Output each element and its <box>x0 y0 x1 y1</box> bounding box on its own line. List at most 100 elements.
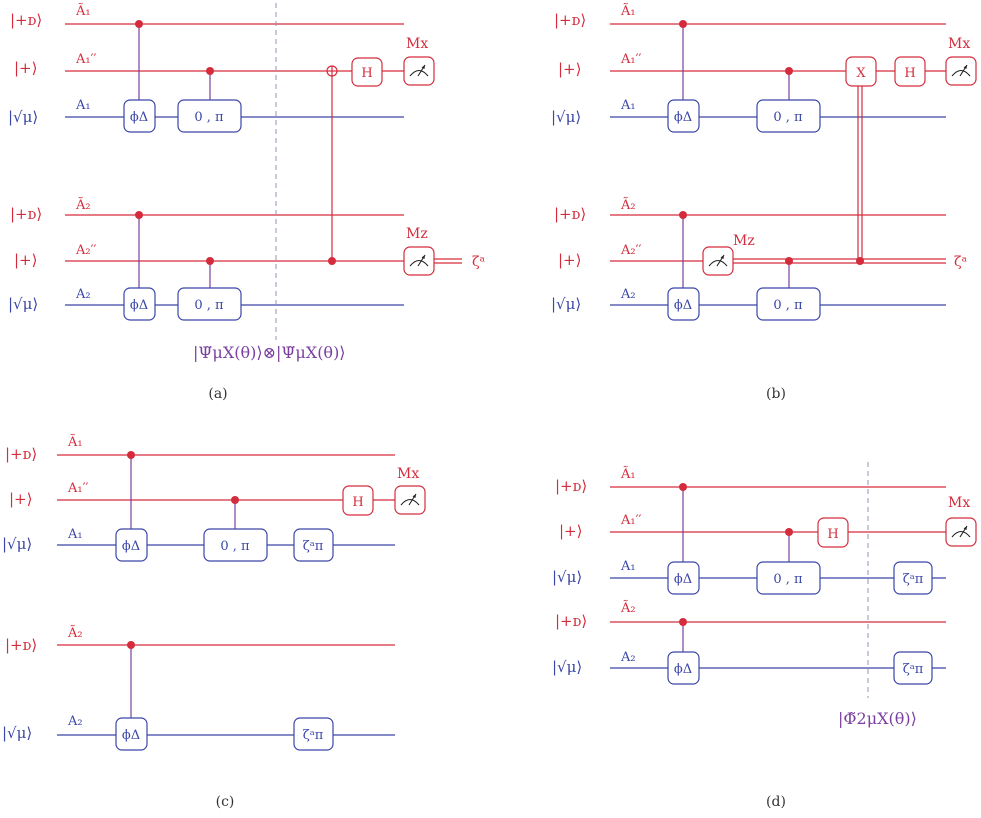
ket-b2: |√μ⟩ <box>551 295 581 313</box>
wires <box>65 23 462 306</box>
wire-label: Ã₂ <box>620 197 636 213</box>
wire-label: A₁′′ <box>67 481 89 496</box>
ket-d1-tilde: |+ᴅ⟩ <box>555 477 587 495</box>
zeta-gate <box>893 651 933 685</box>
control-dot <box>206 67 214 75</box>
control-dot <box>127 641 135 649</box>
phi-gate <box>667 561 700 595</box>
wire-label: A₁ <box>620 98 636 113</box>
hadamard-gate <box>894 56 926 87</box>
wire-label: Ã₂ <box>620 600 636 616</box>
control-dot <box>328 257 336 265</box>
zeta-gate-label: ζᵃπ <box>903 572 924 587</box>
phase-gate <box>203 528 268 562</box>
ket-a1-tilde: |+ᴅ⟩ <box>10 11 42 29</box>
wires <box>57 454 395 736</box>
phase-gate-label: 0 , π <box>194 298 224 313</box>
wire-label: A₂ <box>67 714 83 729</box>
control-dot <box>135 211 143 219</box>
hadamard-gate <box>351 57 383 87</box>
ket-d2-tilde: |+ᴅ⟩ <box>555 612 587 630</box>
ket-a1-pp: |+⟩ <box>14 59 37 77</box>
wire-label: A₁′′ <box>620 52 642 67</box>
phi-gate <box>667 651 700 685</box>
phase-gate-label: 0 , π <box>773 298 803 313</box>
phi-gate-label: ϕΔ <box>122 728 140 743</box>
hadamard-gate-label: H <box>361 66 372 81</box>
cnot-target <box>326 65 338 77</box>
ket-c1: |√μ⟩ <box>2 535 32 553</box>
measure-x-label: Mx <box>948 495 970 511</box>
control-dot <box>679 211 687 219</box>
measure-x-label: Mx <box>397 466 419 482</box>
zeta-gate <box>293 717 334 751</box>
phi-gate-label: ϕΔ <box>674 298 692 313</box>
panel-d: |+ᴅ⟩ |+⟩ |√μ⟩ |+ᴅ⟩ |√μ⟩ Ã₁ A₁′′ A₁ Ã₂ A₂… <box>552 462 977 810</box>
x-gate-label: X <box>856 66 866 81</box>
ket-b1: |√μ⟩ <box>551 108 581 126</box>
measure-x-label: Mx <box>948 36 970 52</box>
ket-d1-pp: |+⟩ <box>559 522 582 540</box>
control-dot <box>785 67 793 75</box>
ket-d1: |√μ⟩ <box>552 568 582 586</box>
panel-c: |+ᴅ⟩ |+⟩ |√μ⟩ |+ᴅ⟩ |√μ⟩ Ã₁ A₁′′ A₁ Ã₂ A₂… <box>2 434 426 810</box>
caption-d: (d) <box>766 794 786 810</box>
wire-label: A₁ <box>620 559 636 574</box>
control-dot <box>679 483 687 491</box>
zeta-gate-label: ζᵃπ <box>303 728 324 743</box>
control-dot <box>127 451 135 459</box>
ket-a2-tilde: |+ᴅ⟩ <box>10 205 42 223</box>
panel-b: |+ᴅ⟩ |+⟩ |√μ⟩ |+ᴅ⟩ |+⟩ |√μ⟩ Ã₁ A₁′′ A₁ Ã… <box>551 3 977 402</box>
caption-c: (c) <box>216 794 235 810</box>
wire-label: A₂ <box>620 650 636 665</box>
ket-c2-tilde: |+ᴅ⟩ <box>5 636 37 654</box>
phi-gate <box>123 99 156 133</box>
control-dot <box>231 496 239 504</box>
wire-label: A₁ <box>75 98 91 113</box>
control-lines <box>130 455 236 718</box>
ket-c1-tilde: |+ᴅ⟩ <box>5 445 37 463</box>
outcome-label: ζᵃ <box>472 254 486 270</box>
zeta-gate-label: ζᵃπ <box>903 662 924 677</box>
wire-label: Ã₁ <box>67 434 83 450</box>
hadamard-gate-label: H <box>352 495 363 510</box>
phi-gate-label: ϕΔ <box>674 572 692 587</box>
phase-gate <box>756 287 821 321</box>
phi-gate <box>115 717 148 751</box>
ket-a1: |√μ⟩ <box>8 108 38 126</box>
wire-label: Ã₁ <box>75 3 91 19</box>
wire-label: Ã₂ <box>67 625 83 641</box>
control-lines <box>682 487 790 652</box>
hadamard-gate <box>817 517 849 548</box>
phase-gate-label: 0 , π <box>194 110 224 125</box>
hadamard-gate-label: H <box>904 66 915 81</box>
phase-gate <box>756 561 821 595</box>
state-label: |Φ̃2μX(θ)⟩ <box>838 709 917 728</box>
ket-b2-tilde: |+ᴅ⟩ <box>554 205 586 223</box>
control-dot <box>135 20 143 28</box>
control-dot <box>206 257 214 265</box>
phase-gate <box>177 99 242 133</box>
control-dot <box>679 20 687 28</box>
phi-gate <box>115 528 148 562</box>
wire-label: A₁′′ <box>620 513 642 528</box>
ket-b1-pp: |+⟩ <box>558 60 581 78</box>
zeta-gate <box>293 528 334 562</box>
phi-gate-label: ϕΔ <box>674 662 692 677</box>
wire-label: Ã₁ <box>620 3 636 19</box>
phase-gate-label: 0 , π <box>773 110 803 125</box>
phi-gate <box>667 99 700 133</box>
wire-label: A₂ <box>75 287 91 302</box>
wire-label: Ã₂ <box>75 197 91 213</box>
phase-gate-label: 0 , π <box>773 572 803 587</box>
measure-z-label: Mz <box>406 226 428 242</box>
wire-label: A₁′′ <box>75 52 97 67</box>
ket-c2: |√μ⟩ <box>2 724 32 742</box>
hadamard-gate <box>342 485 374 516</box>
wire-label: A₂′′ <box>75 243 97 258</box>
control-dot <box>785 257 793 265</box>
control-lines <box>138 24 333 288</box>
hadamard-gate-label: H <box>827 527 838 542</box>
panel-a: |+ᴅ⟩ |+⟩ |√μ⟩ |+ᴅ⟩ |+⟩ |√μ⟩ Ã₁ A₁′′ A₁ Ã… <box>8 3 486 402</box>
